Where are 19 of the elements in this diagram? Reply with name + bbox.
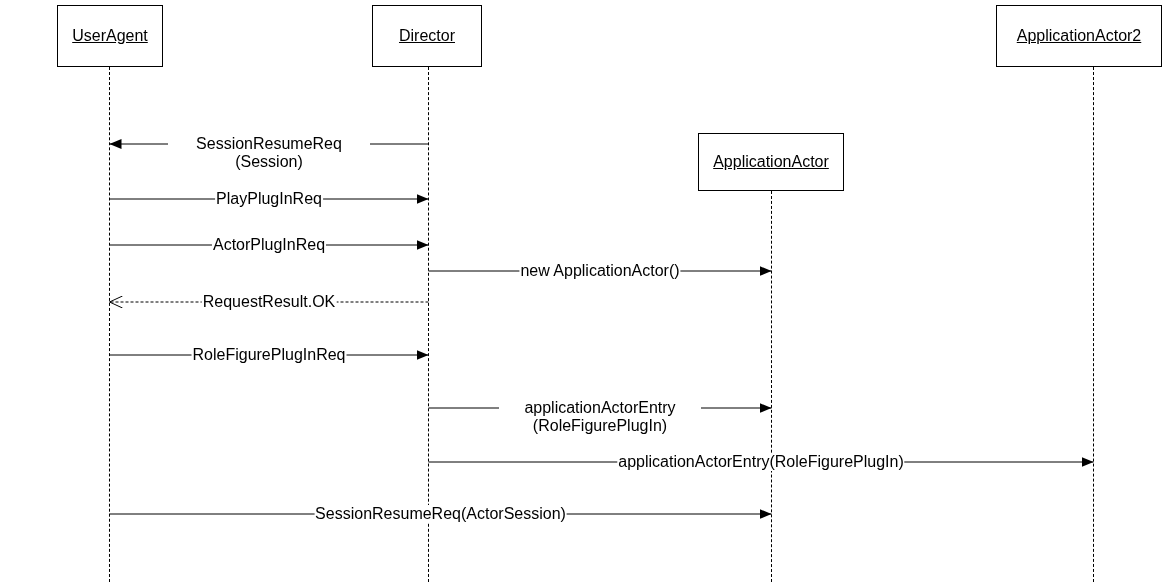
message-label: RoleFigurePlugInReq [191, 346, 347, 364]
object-box [996, 5, 1162, 67]
lifeline [1093, 67, 1094, 582]
object-box [57, 5, 163, 67]
object-box [372, 5, 482, 67]
message-label: RequestResult.OK [201, 293, 337, 311]
object-name: ApplicationActor2 [1016, 27, 1142, 45]
message-label: SessionResumeReq(ActorSession) [314, 505, 567, 523]
message-label: new ApplicationActor() [519, 262, 681, 280]
message-label: applicationActorEntry(RoleFigurePlugIn) [617, 453, 905, 471]
lifeline [109, 67, 110, 582]
object-name: ApplicationActor [713, 153, 829, 171]
message-label: SessionResumeReq (Session) [168, 135, 370, 171]
object-box [698, 133, 844, 191]
object-name: UserAgent [72, 27, 148, 45]
message-label: applicationActorEntry (RoleFigurePlugIn) [499, 399, 701, 435]
message-label: ActorPlugInReq [211, 236, 327, 254]
message-label: PlayPlugInReq [215, 190, 323, 208]
object-name: Director [399, 27, 455, 45]
